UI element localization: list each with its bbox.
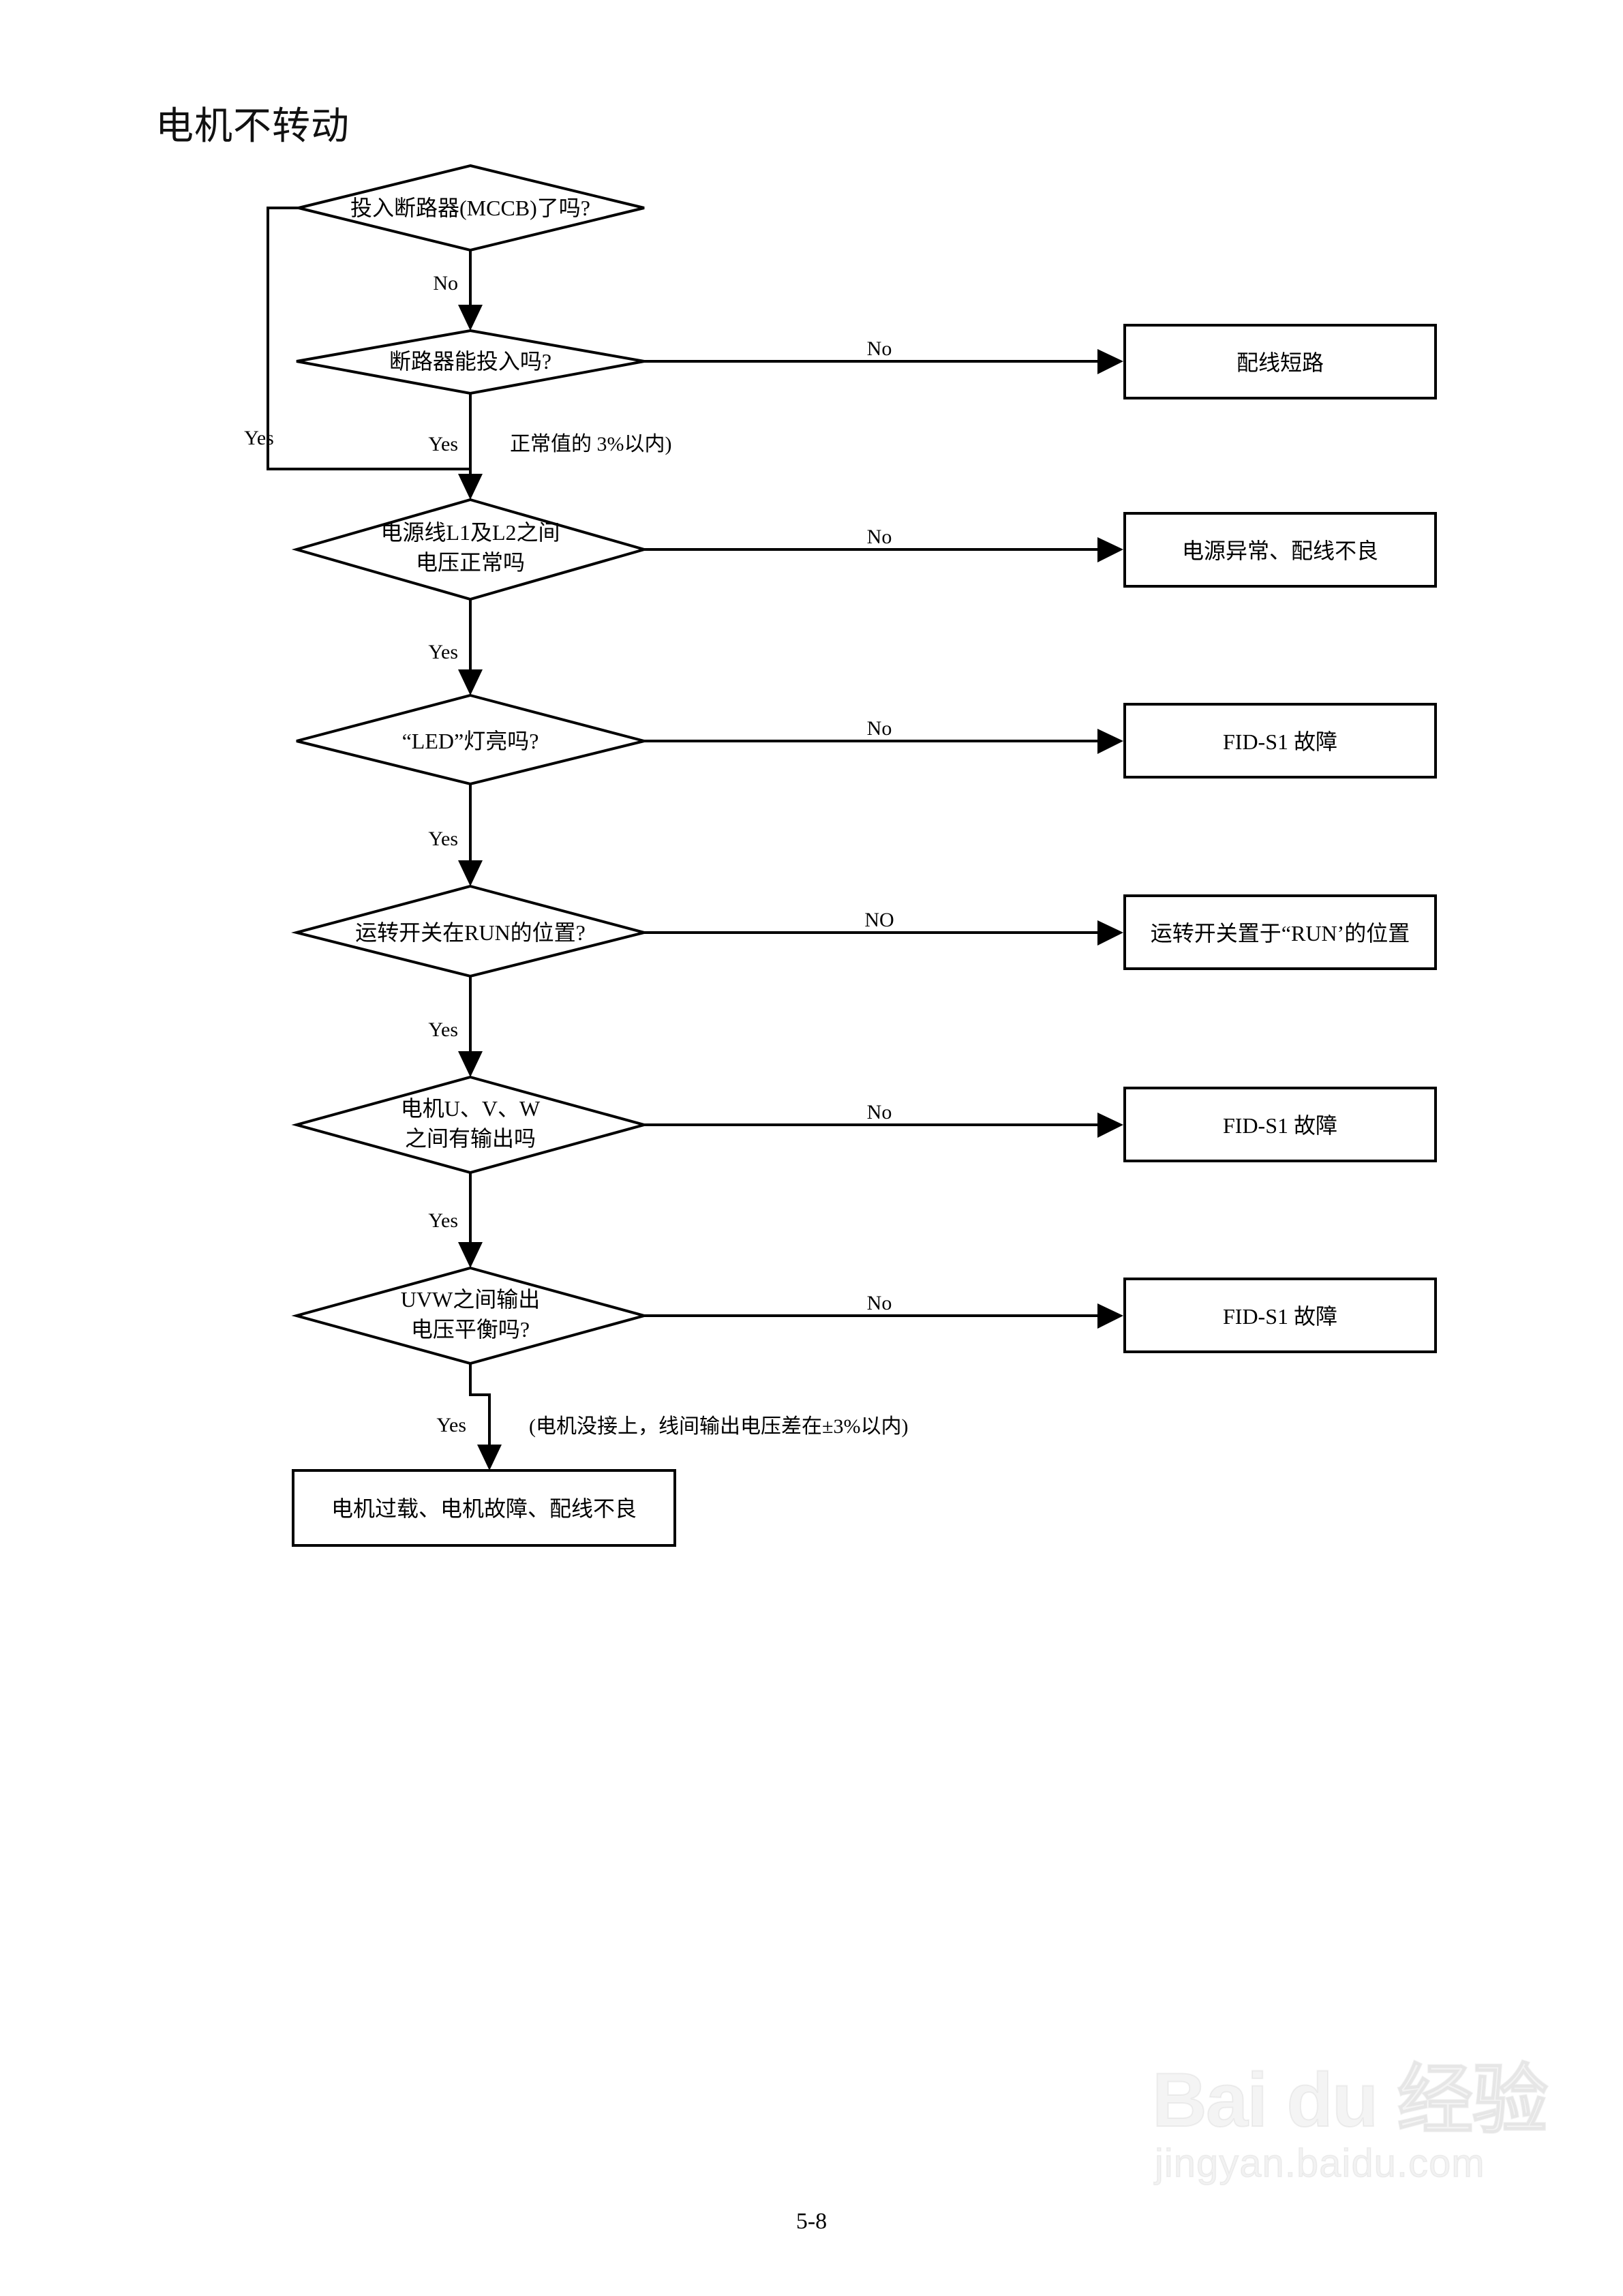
node-fid-s1-fault-label-2: FID-S1 故障: [1223, 1113, 1337, 1138]
page-title: 电机不转动: [155, 106, 350, 148]
node-uvw-voltage-balance-decision: UVW之间输出 电压平衡吗?: [291, 1266, 650, 1365]
edge-d5-d6: Yes: [428, 976, 483, 1077]
edge-d4-d5: Yes: [428, 784, 483, 886]
node-led-lit-decision: “LED”灯亮吗?: [296, 693, 645, 786]
edge-label-d5-yes: Yes: [428, 1018, 458, 1041]
node-breaker-can-close-label: 断路器能投入吗?: [389, 349, 551, 374]
edge-d2-r1: No: [644, 337, 1123, 374]
node-led-lit-label: “LED”灯亮吗?: [402, 729, 539, 753]
edge-d2-d3: Yes: [428, 393, 483, 500]
edge-label-d4-r3: No: [867, 717, 892, 740]
edge-label-d7-yes: Yes: [436, 1414, 466, 1436]
node-motor-uvw-output-label-line2: 之间有输出吗: [405, 1126, 536, 1151]
node-wiring-short-circuit-box: 配线短路: [1123, 324, 1437, 399]
node-supply-voltage-label-line2: 电压正常吗: [416, 550, 525, 575]
node-fid-s1-fault-label-3: FID-S1 故障: [1223, 1304, 1337, 1329]
edge-d1-d2: No: [433, 250, 483, 331]
edge-d1-d3-loopback: Yes: [244, 207, 470, 470]
node-fid-s1-fault-box-2: FID-S1 故障: [1123, 1087, 1437, 1162]
edge-label-d1-yes: Yes: [244, 427, 274, 449]
edge-d6-d7: Yes: [428, 1173, 483, 1268]
node-motor-uvw-output-decision: 电机U、V、W 之间有输出吗: [291, 1075, 650, 1175]
node-motor-uvw-output-label-line1: 电机U、V、W: [401, 1096, 541, 1121]
edge-d7-r7: Yes: [436, 1363, 502, 1470]
annotation-motor-disconnected-3pct: (电机没接上，线间输出电压差在±3%以内): [529, 1415, 908, 1438]
node-supply-voltage-decision: 电源线L1及L2之间 电压正常吗: [291, 498, 650, 601]
node-breaker-can-close-decision: 断路器能投入吗?: [296, 329, 645, 395]
node-fid-s1-fault-box-3: FID-S1 故障: [1123, 1278, 1437, 1353]
edge-label-d6-r5: No: [867, 1101, 892, 1123]
node-mccb-closed-decision: 投入断路器(MCCB)了吗?: [298, 164, 645, 252]
edge-d5-r4: NO: [644, 909, 1123, 946]
edge-label-d3-yes: Yes: [428, 641, 458, 663]
node-run-switch-position-decision: 运转开关在RUN的位置?: [291, 884, 650, 978]
node-wiring-short-circuit-label: 配线短路: [1237, 350, 1324, 375]
node-mccb-closed-label: 投入断路器(MCCB)了吗?: [350, 196, 590, 220]
edge-d3-d4: Yes: [428, 599, 483, 695]
node-set-run-switch-box: 运转开关置于“RUN’的位置: [1123, 894, 1437, 970]
node-uvw-voltage-balance-label-line2: 电压平衡吗?: [411, 1317, 530, 1342]
annotation-normal-value-3pct: 正常值的 3%以内): [510, 433, 671, 455]
node-power-abnormal-wiring-fault-label: 电源异常、配线不良: [1182, 539, 1378, 563]
edge-label-d5-r4: NO: [864, 909, 894, 931]
node-set-run-switch-label: 运转开关置于“RUN’的位置: [1151, 921, 1410, 946]
edge-label-d4-yes: Yes: [428, 828, 458, 850]
node-power-abnormal-wiring-fault-box: 电源异常、配线不良: [1123, 512, 1437, 588]
edge-d7-r6: No: [644, 1292, 1123, 1329]
edge-label-d2-r1: No: [867, 337, 892, 360]
node-uvw-voltage-balance-label-line1: UVW之间输出: [401, 1287, 540, 1312]
edge-d3-r2: No: [644, 526, 1123, 562]
node-fid-s1-fault-box-1: FID-S1 故障: [1123, 703, 1437, 779]
node-supply-voltage-label-line1: 电源线L1及L2之间: [380, 520, 560, 545]
edge-d4-r3: No: [644, 717, 1123, 754]
edge-label-d2-yes: Yes: [428, 433, 458, 455]
node-run-switch-position-label: 运转开关在RUN的位置?: [355, 920, 586, 945]
edge-d6-r5: No: [644, 1101, 1123, 1138]
node-motor-overload-label: 电机过载、电机故障、配线不良: [331, 1496, 637, 1521]
node-motor-overload-box: 电机过载、电机故障、配线不良: [292, 1469, 676, 1547]
edge-label-d7-r6: No: [867, 1292, 892, 1314]
edge-label-d1-d2: No: [433, 272, 458, 294]
edge-label-d6-yes: Yes: [428, 1209, 458, 1232]
edge-label-d3-r2: No: [867, 526, 892, 548]
node-fid-s1-fault-label-1: FID-S1 故障: [1223, 729, 1337, 754]
page-number: 5-8: [795, 2209, 828, 2234]
